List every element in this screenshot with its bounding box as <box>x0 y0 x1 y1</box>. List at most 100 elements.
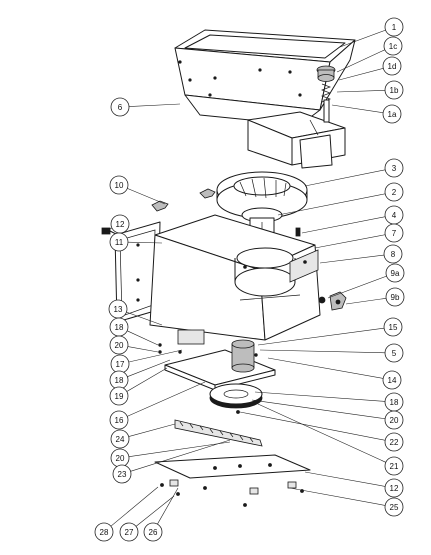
callout-17: 17 <box>110 354 130 374</box>
chute-part <box>247 111 346 169</box>
callout-9b: 9b <box>385 287 405 307</box>
leader-line <box>339 29 386 48</box>
callout-circle <box>109 386 129 406</box>
leader-line <box>128 441 231 457</box>
callout-circle <box>119 522 139 542</box>
callout-label: 21 <box>390 462 399 471</box>
callout-label: 18 <box>390 398 399 407</box>
leader-line <box>267 357 384 379</box>
callout-8: 8 <box>383 244 403 264</box>
callout-circle <box>384 497 404 517</box>
leader-line <box>128 423 176 437</box>
callout-group: 11c1d1b1a6310241211789a9b131820171819155… <box>94 17 405 542</box>
callout-label: 11 <box>115 238 124 247</box>
leader-lines <box>107 29 387 527</box>
callout-label: 18 <box>115 376 124 385</box>
belt-part <box>174 419 263 447</box>
leader-line <box>128 349 183 363</box>
callout-circle <box>384 478 404 498</box>
callout-circle <box>112 464 132 484</box>
callout-circle <box>384 456 404 476</box>
callout-7: 7 <box>384 223 404 243</box>
leader-line <box>336 49 385 73</box>
leader-line <box>257 403 386 463</box>
leader-line <box>127 346 159 353</box>
callout-14: 14 <box>382 370 402 390</box>
callout-label: 25 <box>390 503 399 512</box>
callout-label: 14 <box>388 376 397 385</box>
callout-label: 10 <box>115 181 124 190</box>
knob-assembly <box>316 65 336 123</box>
leader-line <box>239 411 386 441</box>
leader-line <box>135 495 175 527</box>
screw-part <box>295 227 301 237</box>
callout-5: 5 <box>384 343 404 363</box>
callout-label: 1 <box>392 23 397 32</box>
leader-line <box>126 367 168 392</box>
callout-label: 4 <box>392 211 397 220</box>
callout-19: 19 <box>109 386 129 406</box>
leader-line <box>127 241 163 244</box>
leader-line <box>130 439 231 472</box>
callout-label: 17 <box>116 360 125 369</box>
leader-line <box>107 227 113 231</box>
callout-circle <box>384 432 404 452</box>
leader-line <box>304 169 386 187</box>
callout-label: 15 <box>389 323 398 332</box>
callout-circle <box>384 80 404 100</box>
callout-circle <box>382 56 402 76</box>
callout-12: 12 <box>384 478 404 498</box>
callout-label: 16 <box>115 416 124 425</box>
leader-line <box>127 381 206 417</box>
callout-9a: 9a <box>385 263 405 283</box>
callout-circle <box>382 104 402 124</box>
callout-label: 2 <box>392 188 397 197</box>
leader-line <box>126 311 163 326</box>
callout-label: 1c <box>389 42 397 51</box>
callout-label: 7 <box>392 229 397 238</box>
callout-circle <box>382 370 402 390</box>
callout-26: 26 <box>143 522 163 542</box>
callout-25: 25 <box>384 497 404 517</box>
callout-13: 13 <box>108 299 128 319</box>
callout-label: 22 <box>390 438 399 447</box>
callout-circle <box>385 263 405 283</box>
callout-label: 18 <box>115 323 124 332</box>
callout-circle <box>109 175 129 195</box>
callout-11: 11 <box>109 232 129 252</box>
callout-label: 26 <box>149 528 158 537</box>
callout-label: 3 <box>392 164 397 173</box>
callout-20: 20 <box>109 335 129 355</box>
callout-circle <box>143 522 163 542</box>
leader-line <box>259 349 386 354</box>
clip-part <box>151 188 216 212</box>
callout-circle <box>383 244 403 264</box>
leader-line <box>257 327 385 346</box>
callout-label: 1b <box>390 86 399 95</box>
callout-label: 20 <box>115 341 124 350</box>
leader-line <box>157 487 179 525</box>
main-housing-part <box>149 214 321 341</box>
callout-circle <box>383 36 403 56</box>
callout-23: 23 <box>112 464 132 484</box>
leader-line <box>338 68 384 81</box>
callout-15: 15 <box>383 317 403 337</box>
callout-18: 18 <box>109 317 129 337</box>
callout-label: 19 <box>115 392 124 401</box>
callout-circle <box>109 410 129 430</box>
callout-6: 6 <box>110 97 130 117</box>
callout-28: 28 <box>94 522 114 542</box>
leader-line <box>128 103 181 107</box>
callout-1: 1 <box>384 17 404 37</box>
leader-line <box>251 399 386 419</box>
callout-22: 22 <box>384 432 404 452</box>
callout-circle <box>384 182 404 202</box>
callout-16: 16 <box>109 410 129 430</box>
callout-12: 12 <box>110 214 130 234</box>
callout-circle <box>110 97 130 117</box>
callout-label: 1d <box>388 62 397 71</box>
callout-label: 27 <box>125 528 134 537</box>
callout-label: 9b <box>391 293 400 302</box>
callout-label: 13 <box>114 305 123 314</box>
callout-label: 20 <box>390 416 399 425</box>
